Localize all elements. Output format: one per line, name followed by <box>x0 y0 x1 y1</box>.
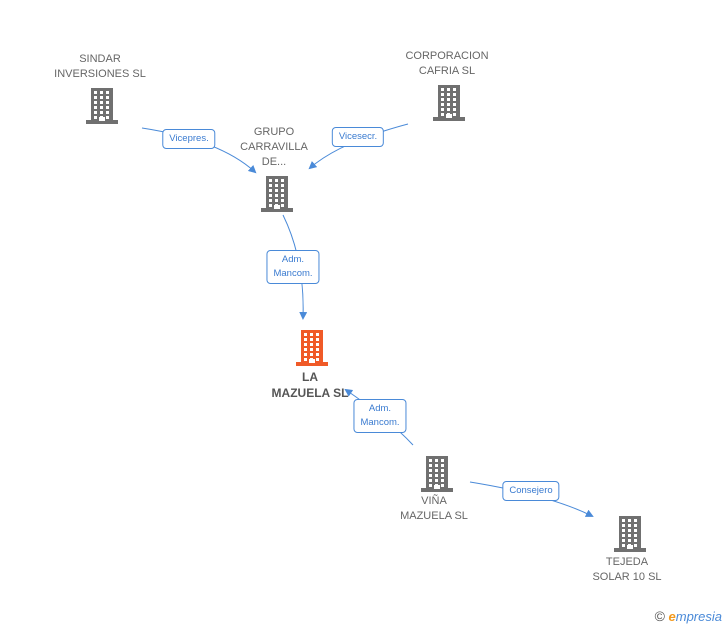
edge-label-vicesecr[interactable]: Vicesecr. <box>331 127 385 147</box>
building-icon[interactable] <box>261 176 293 212</box>
edge-label-adm-mancom-2[interactable]: Adm. Mancom. <box>353 399 407 433</box>
node-label-mazuela[interactable]: LA MAZUELA SL <box>271 370 349 400</box>
copyright-icon: © <box>654 608 665 624</box>
node-label-cafria[interactable]: CORPORACION CAFRIA SL <box>405 50 489 77</box>
building-icon[interactable] <box>86 88 118 124</box>
node-label-sindar[interactable]: SINDAR INVERSIONES SL <box>54 53 146 80</box>
building-icon[interactable] <box>614 516 646 552</box>
node-label-vina[interactable]: VIÑA MAZUELA SL <box>400 495 468 522</box>
brand-logo[interactable]: © empresia <box>655 608 722 624</box>
edge-label-consejero[interactable]: Consejero <box>502 481 560 501</box>
building-icon[interactable] <box>296 330 328 366</box>
edge-label-vicepres[interactable]: Vicepres. <box>162 129 216 149</box>
node-label-grupo[interactable]: GRUPO CARRAVILLA DE... <box>240 126 308 168</box>
edge-label-adm-mancom-1[interactable]: Adm. Mancom. <box>266 250 320 284</box>
brand-name: mpresia <box>675 609 722 624</box>
building-icon[interactable] <box>421 456 453 492</box>
node-label-tejeda[interactable]: TEJEDA SOLAR 10 SL <box>592 556 662 583</box>
brand-initial: e <box>668 609 676 624</box>
building-icon[interactable] <box>433 85 465 121</box>
